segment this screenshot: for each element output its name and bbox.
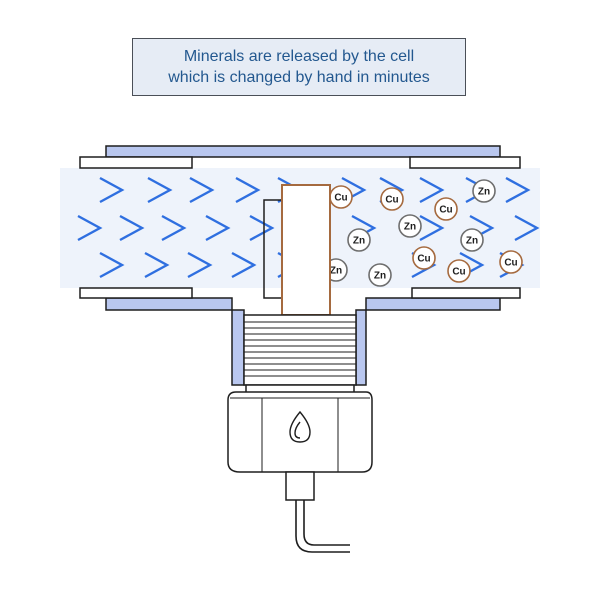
ion-symbol: Cu [452, 267, 465, 278]
flow-chevron-0-3 [235, 176, 261, 204]
caption-line-1: Minerals are released by the cell [183, 48, 415, 65]
ion-symbol: Cu [417, 254, 430, 265]
flow-chevron-0-2 [189, 176, 215, 204]
ion-zinc-10: Zn [368, 263, 392, 287]
ion-symbol: Zn [478, 187, 490, 198]
flow-chevron-2-1 [144, 251, 170, 279]
flow-chevron-2-2 [187, 251, 213, 279]
ion-symbol: Cu [334, 193, 347, 204]
flow-chevron-1-3 [205, 214, 231, 242]
ion-symbol: Zn [374, 271, 386, 282]
cartridge-holder [263, 199, 282, 299]
ion-symbol: Cu [504, 258, 517, 269]
ion-symbol: Cu [385, 195, 398, 206]
water-drop-icon [289, 410, 311, 443]
flow-chevron-0-7 [419, 176, 445, 204]
flow-chevron-1-4 [249, 214, 275, 242]
threaded-neck [243, 314, 357, 386]
flow-chevron-1-1 [119, 214, 145, 242]
cartridge-cap [227, 391, 373, 473]
pipe-top-wall [79, 145, 521, 169]
ion-copper-7: Cu [412, 246, 436, 270]
flow-chevron-2-0 [99, 251, 125, 279]
caption-line-2: which is changed by hand in minutes [168, 69, 430, 86]
ion-copper-3: Cu [434, 197, 458, 221]
mineral-cartridge [281, 184, 331, 316]
power-cable [295, 500, 350, 553]
ion-copper-8: Cu [447, 259, 471, 283]
flow-chevron-2-3 [231, 251, 257, 279]
ion-symbol: Zn [404, 222, 416, 233]
ion-zinc-4: Zn [398, 214, 422, 238]
ion-copper-0: Cu [329, 185, 353, 209]
cable-stem [285, 471, 315, 501]
ion-zinc-6: Zn [460, 228, 484, 252]
ion-symbol: Zn [330, 266, 342, 277]
ion-symbol: Zn [353, 236, 365, 247]
ion-symbol: Cu [439, 205, 452, 216]
flow-chevron-0-0 [99, 176, 125, 204]
pipe-bottom-wall [79, 287, 521, 386]
caption-box: Minerals are released by the cell which … [132, 38, 466, 96]
flow-chevron-1-7 [419, 214, 445, 242]
ion-copper-1: Cu [380, 187, 404, 211]
flow-chevron-0-9 [505, 176, 531, 204]
ion-copper-9: Cu [499, 250, 523, 274]
ion-zinc-2: Zn [472, 179, 496, 203]
flow-chevron-1-0 [77, 214, 103, 242]
flow-chevron-1-2 [161, 214, 187, 242]
flow-chevron-0-1 [147, 176, 173, 204]
thread-lines [244, 321, 356, 377]
ion-symbol: Zn [466, 236, 478, 247]
flow-chevron-1-9 [514, 214, 540, 242]
ion-zinc-5: Zn [347, 228, 371, 252]
